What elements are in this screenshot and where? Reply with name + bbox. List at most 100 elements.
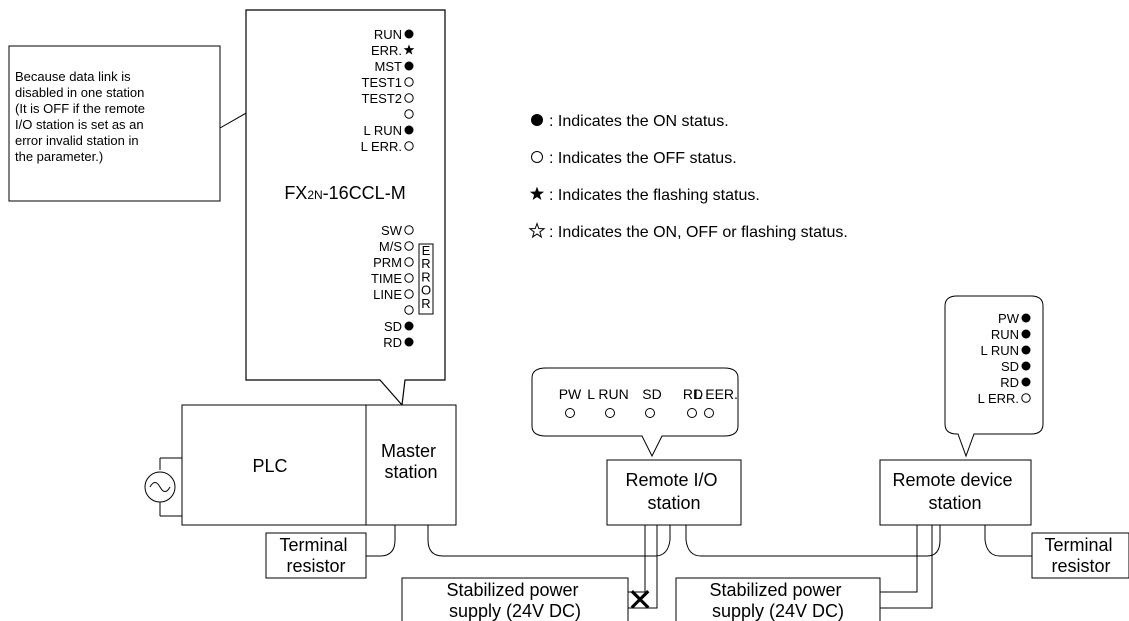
led-label: L RUN — [980, 343, 1019, 358]
plc-label: PLC — [252, 456, 287, 476]
led-label: TEST2 — [362, 91, 402, 106]
led-on-icon — [404, 29, 414, 39]
led-off-icon — [404, 141, 414, 151]
led-off-icon — [404, 109, 414, 119]
remote-io-label: Remote I/O station — [625, 470, 722, 513]
led-on-icon — [1021, 361, 1031, 371]
power-supply-left: Stabilized power supply (24V DC) — [401, 577, 629, 621]
svg-text:Terminal resistor: Terminal resistor — [1044, 535, 1117, 576]
led-off-icon — [404, 289, 414, 299]
led-on-icon — [404, 321, 414, 331]
terminal-resistor-right: Terminal resistor — [1031, 532, 1129, 579]
legend-text: : Indicates the OFF status. — [549, 150, 737, 167]
led-label: SD — [384, 319, 402, 334]
led-off-icon — [404, 257, 414, 267]
svg-text:Terminal resistor: Terminal resistor — [279, 535, 352, 576]
remote-io-station: Remote I/O station — [606, 459, 742, 526]
legend: : Indicates the ON status. : Indicates th… — [528, 113, 848, 241]
led-on-icon — [1021, 313, 1031, 323]
led-on-icon — [404, 125, 414, 135]
module-model-label: FX2N-16CCL-M — [284, 183, 405, 203]
led-on-icon — [1021, 329, 1031, 339]
error-letter: E — [422, 243, 431, 258]
led-off-icon — [1021, 393, 1031, 403]
legend-flashing-icon — [529, 186, 545, 201]
master-station: Master station — [365, 404, 457, 526]
led-on-icon — [404, 61, 414, 71]
led-off-icon — [704, 408, 714, 418]
legend-text: : Indicates the flashing status. — [549, 187, 760, 204]
led-label: TEST1 — [362, 75, 402, 90]
led-flashing-icon — [403, 44, 415, 55]
led-off-icon — [404, 77, 414, 87]
led-label: LINE — [373, 287, 402, 302]
svg-text:Stabilized power supply: Stabilized power supply (24V DC) — [446, 580, 583, 621]
led-label: ERR. — [371, 43, 402, 58]
power-supply-right: Stabilized power supply (24V DC) — [675, 577, 881, 621]
led-label: SW — [381, 223, 403, 238]
led-off-icon — [404, 305, 414, 315]
error-letter: R — [421, 269, 430, 284]
led-label: L EER. — [694, 386, 738, 402]
led-off-icon — [404, 225, 414, 235]
led-label: PRM — [373, 255, 402, 270]
power-wiring-remote-device — [880, 525, 933, 609]
disconnect-x-icon: ✕ — [627, 582, 654, 618]
plc-unit: PLC — [181, 404, 367, 526]
legend-text: : Indicates the ON status. — [549, 113, 729, 130]
led-label: L ERR. — [361, 139, 402, 154]
error-letter: R — [421, 256, 430, 271]
callout-line: I/O station is set as an — [15, 117, 144, 132]
led-label: MST — [375, 59, 403, 74]
led-off-icon — [404, 93, 414, 103]
cc-link-cable — [365, 525, 1032, 557]
error-group-box — [418, 243, 434, 315]
legend-text: : Indicates the ON, OFF or flashing stat… — [549, 224, 848, 241]
ac-source-icon — [144, 457, 182, 517]
power-wiring-remote-io — [628, 525, 658, 609]
led-on-icon — [1021, 345, 1031, 355]
led-on-icon — [404, 337, 414, 347]
callout-line: disabled in one station — [15, 85, 144, 100]
led-label: RD — [383, 335, 402, 350]
led-off-icon — [404, 241, 414, 251]
led-label: RUN — [374, 27, 402, 42]
callout-line: the parameter.) — [15, 149, 103, 164]
callout-line: error invalid station in — [15, 133, 139, 148]
led-off-icon — [605, 408, 615, 418]
led-label: M/S — [379, 239, 402, 254]
error-letter: O — [421, 283, 431, 298]
led-off-icon — [404, 273, 414, 283]
legend-off-icon — [531, 151, 543, 163]
callout-line: (It is OFF if the remote — [15, 101, 145, 116]
error-letter: R — [421, 296, 430, 311]
legend-any-icon — [528, 222, 546, 239]
led-label: RD — [1000, 375, 1019, 390]
led-off-icon — [645, 408, 655, 418]
led-label: L RUN — [363, 123, 402, 138]
led-label: RD — [683, 386, 703, 402]
led-label: TIME — [371, 271, 402, 286]
led-label: RUN — [991, 327, 1019, 342]
legend-on-icon — [531, 114, 543, 126]
led-label: PW — [998, 311, 1020, 326]
master-station-label: Master station — [381, 441, 441, 482]
remote-io-led-panel: PW L RUN SD RDL EER. — [531, 367, 739, 458]
remote-device-label: Remote device station — [892, 470, 1017, 513]
led-label: L RUN — [587, 386, 629, 402]
led-off-icon — [565, 408, 575, 418]
led-label: PW — [559, 386, 582, 402]
svg-text:Stabilized power supply: Stabilized power supply (24V DC) — [709, 580, 846, 621]
remote-device-station: Remote device station — [879, 459, 1032, 526]
led-on-icon — [1021, 377, 1031, 387]
led-label: SD — [642, 386, 661, 402]
led-label: SD — [1001, 359, 1019, 374]
led-label: L ERR. — [978, 391, 1019, 406]
